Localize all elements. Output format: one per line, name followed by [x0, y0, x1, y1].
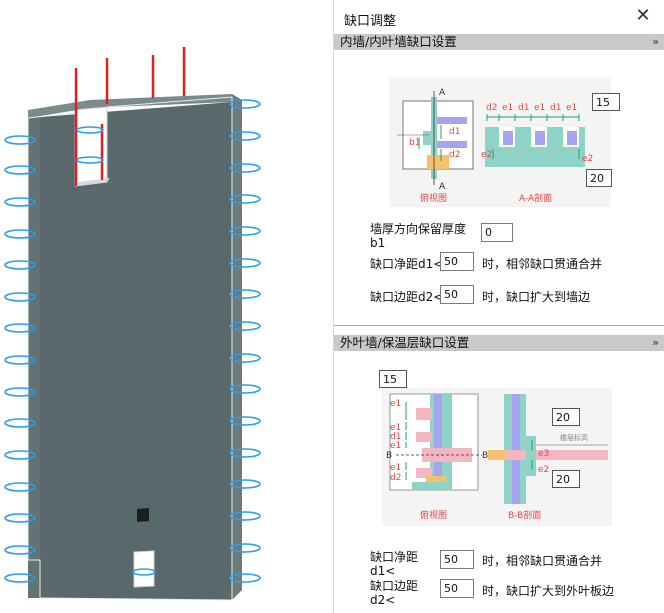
plan-dims [418, 125, 442, 161]
dim-e3-label: e3 [538, 449, 549, 459]
inner-gap-label: 缺口净距d1< [370, 257, 444, 271]
outer-edge-suffix: 时，缺口扩大到外叶板边 [482, 584, 615, 598]
sect-top-label-6: e1 [566, 103, 577, 113]
inner-gap-input[interactable] [440, 252, 474, 271]
section-header-inner-wall[interactable]: 内墙/内叶墙缺口设置 » [334, 34, 664, 50]
sect-top-label-1: d2 [486, 103, 497, 113]
inner-figure-top-input[interactable] [592, 93, 620, 111]
inner-figure-bottom-input[interactable] [586, 169, 612, 187]
collapse-chevron-icon[interactable]: » [652, 35, 659, 48]
loop-connectors-right [229, 99, 261, 583]
collapse-chevron-icon-2[interactable]: » [652, 336, 659, 349]
wall-outline-top-left [27, 112, 76, 119]
label-b-right: B [482, 451, 488, 461]
wall-hole [137, 508, 149, 522]
plan-caption-b: 俯视图 [420, 509, 447, 521]
dim-b1-label: b1 [409, 138, 420, 148]
sect-top-label-3: d1 [518, 103, 529, 113]
wall-outline-left [27, 118, 41, 598]
label-a-top: A [439, 88, 446, 98]
close-button[interactable]: ✕ [635, 5, 651, 26]
plan-view-b [389, 393, 482, 491]
outer-figure-topleft-input[interactable] [379, 370, 407, 388]
wall-outline-top-right [106, 96, 233, 600]
section-body-outer-wall: e1 e1 d1 e1 e1 d2 B B 俯视图 [334, 351, 664, 613]
outer-left-label-2: e1 [390, 423, 401, 433]
dim-e2-right-label: e2 [582, 154, 593, 164]
dialog-title-bar[interactable]: 缺口调整 ✕ [334, 0, 664, 34]
inner-wall-diagram: A A d1 d2 b1 俯视图 [389, 77, 611, 207]
loop-connectors-notch [76, 126, 156, 576]
plan-caption-a: 俯视图 [420, 192, 447, 204]
label-b-left: B [386, 451, 392, 461]
outer-edge-label: 缺口边距d2< [370, 579, 419, 607]
section-view-b [488, 394, 608, 504]
loop-connectors-left [4, 135, 36, 583]
vertical-rebars [74, 47, 186, 186]
outer-figure-right-bottom-input[interactable] [552, 470, 580, 488]
section-view-a [485, 114, 585, 167]
thickness-label: 墙厚方向保留厚度b1 [370, 222, 467, 250]
plan-view-a [397, 91, 474, 185]
sect-top-label-2: e1 [502, 103, 513, 113]
label-a-bottom: A [439, 182, 446, 192]
inner-edge-label: 缺口边距d2< [370, 290, 444, 304]
dialog-title: 缺口调整 [344, 14, 397, 29]
outer-gap-suffix: 时，相邻缺口贯通合并 [482, 554, 603, 568]
dim-e2-left-label: e2 [481, 150, 492, 160]
outer-left-label-4: e1 [390, 441, 401, 451]
sect-top-label-4: e1 [534, 103, 545, 113]
wall-outline-bottom [39, 597, 233, 601]
section-inner-title: 内墙/内叶墙缺口设置 [340, 34, 457, 49]
wall-side-face [232, 94, 242, 600]
dim-e2-label: e2 [538, 465, 549, 475]
outer-figure-right-top-input[interactable] [552, 408, 580, 426]
section-caption-a: A-A剖面 [519, 192, 552, 204]
inner-edge-input[interactable] [440, 285, 474, 304]
outer-left-label-5: e1 [390, 463, 401, 473]
dim-d1-label: d1 [449, 127, 460, 137]
sect-top-label-5: d1 [550, 103, 561, 113]
outer-left-label-1: e1 [390, 399, 401, 409]
outer-left-label-6: d2 [390, 473, 401, 483]
outer-gap-input[interactable] [440, 550, 474, 569]
wall-front-face [28, 102, 232, 600]
section-divider [334, 325, 664, 326]
section-outer-title: 外叶墙/保温层缺口设置 [340, 335, 470, 350]
thickness-input[interactable] [481, 223, 513, 242]
wall-panel-3d-drawing [4, 47, 261, 601]
floor-level-text: 楼层标高 [560, 433, 588, 442]
dim-d2-label: d2 [449, 150, 460, 160]
section-body-inner-wall: A A d1 d2 b1 俯视图 [334, 50, 664, 325]
inner-gap-suffix: 时，相邻缺口贯通合并 [482, 257, 603, 271]
section-header-outer-wall[interactable]: 外叶墙/保温层缺口设置 » [334, 335, 664, 351]
wall-top-face-left [28, 100, 90, 118]
inner-edge-suffix: 时，缺口扩大到墙边 [482, 290, 591, 304]
notch-adjust-dialog: 缺口调整 ✕ 内墙/内叶墙缺口设置 » A A d1 d2 [333, 0, 664, 613]
outer-left-label-3: d1 [390, 432, 401, 442]
wall-top-face [90, 94, 232, 108]
outer-edge-input[interactable] [440, 579, 474, 598]
section-caption-b: B-B剖面 [508, 509, 541, 521]
model-3d-viewport[interactable] [0, 0, 318, 613]
outer-gap-label: 缺口净距d1< [370, 550, 419, 578]
